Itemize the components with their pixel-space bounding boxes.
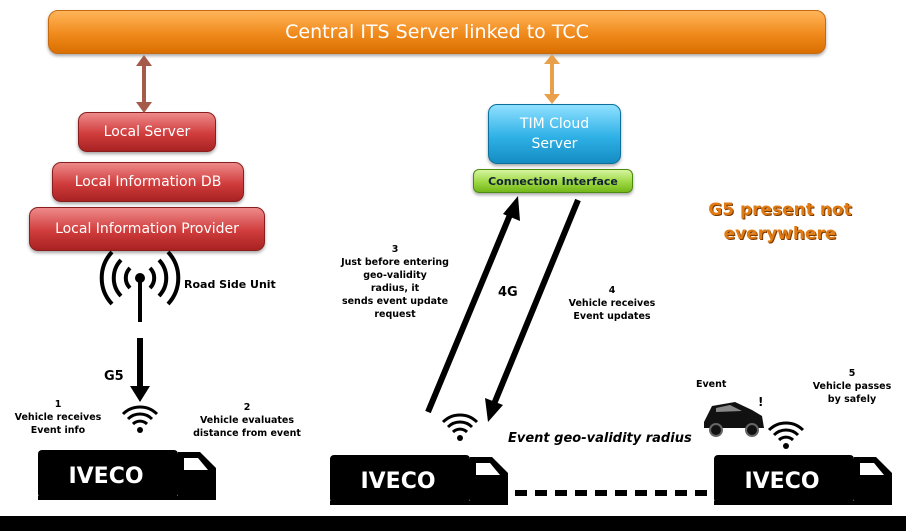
step-3-text: 3 Just before entering geo-validity radi… [330,243,460,321]
step-3-line4: sends event update [341,296,449,307]
step-4-line2: Event updates [573,311,651,322]
central-tim-double-arrow [544,54,560,104]
central-its-server-label: Central ITS Server linked to TCC [285,21,589,43]
step-1-text: 1 Vehicle receives Event info [8,398,108,437]
event-car-icon: ! [704,395,764,437]
wifi-icon-truck2 [441,413,479,441]
rsu-label: Road Side Unit [184,278,276,291]
svg-text:!: ! [758,395,763,409]
step-3-line1: Just before entering [341,257,449,268]
step-4-text: 4 Vehicle receives Event updates [552,284,672,323]
wifi-icon-truck1 [121,405,159,433]
step-3-num: 3 [391,244,399,255]
step-3-line5: request [374,309,416,320]
truck-3: IVECO [714,455,892,505]
step-4-num: 4 [608,285,616,296]
g5-note-line2: everywhere [723,224,837,244]
local-info-provider-label: Local Information Provider [55,221,239,237]
4g-link-label: 4G [498,285,518,300]
step-5-text: 5 Vehicle passes by safely [800,367,904,406]
step-2-line2: distance from event [193,428,301,439]
local-info-provider-box: Local Information Provider [29,207,265,251]
connection-interface-label: Connection Interface [488,174,618,188]
step-4-line1: Vehicle receives [568,298,656,309]
truck-2: IVECO [330,455,508,505]
4g-down-arrow [485,198,581,422]
step-2-num: 2 [243,402,251,413]
truck-1-brand: IVECO [68,464,143,489]
tim-cloud-line1: TIM Cloud [519,116,590,132]
wifi-icon-truck3 [767,421,805,449]
central-its-server: Central ITS Server linked to TCC [48,10,826,54]
tim-cloud-server-box: TIM Cloud Server [488,104,621,164]
step-1-line2: Event info [30,425,86,436]
step-2-text: 2 Vehicle evaluates distance from event [180,401,314,440]
step-3-line2: geo-validity [363,270,427,281]
local-info-db-box: Local Information DB [52,162,244,202]
4g-up-arrow [425,196,520,414]
step-5-line1: Vehicle passes [812,381,892,392]
step-5-line2: by safely [827,394,877,405]
connection-interface-box: Connection Interface [473,169,633,193]
step-5-num: 5 [848,368,856,379]
local-server-label: Local Server [103,124,191,140]
step-2-line1: Vehicle evaluates [199,415,295,426]
g5-note-line1: G5 present not [708,200,852,220]
event-label: Event [696,379,727,390]
central-local-double-arrow [136,55,152,113]
g5-coverage-note: G5 present not everywhere [690,198,870,246]
road-side-unit-icon [99,250,181,322]
tim-cloud-line2: Server [531,136,578,152]
step-1-line1: Vehicle receives [14,412,102,423]
truck-1: IVECO [38,450,216,500]
geo-validity-radius-label: Event geo-validity radius [508,431,692,446]
g5-link-label: G5 [104,369,124,384]
local-info-db-label: Local Information DB [74,174,222,190]
step-3-line3: radius, it [370,283,420,294]
g5-down-arrow [130,338,150,402]
truck-2-brand: IVECO [360,469,435,494]
ground-bar [0,516,906,531]
local-server-box: Local Server [78,112,216,152]
step-1-num: 1 [54,399,62,410]
truck-3-brand: IVECO [744,469,819,494]
